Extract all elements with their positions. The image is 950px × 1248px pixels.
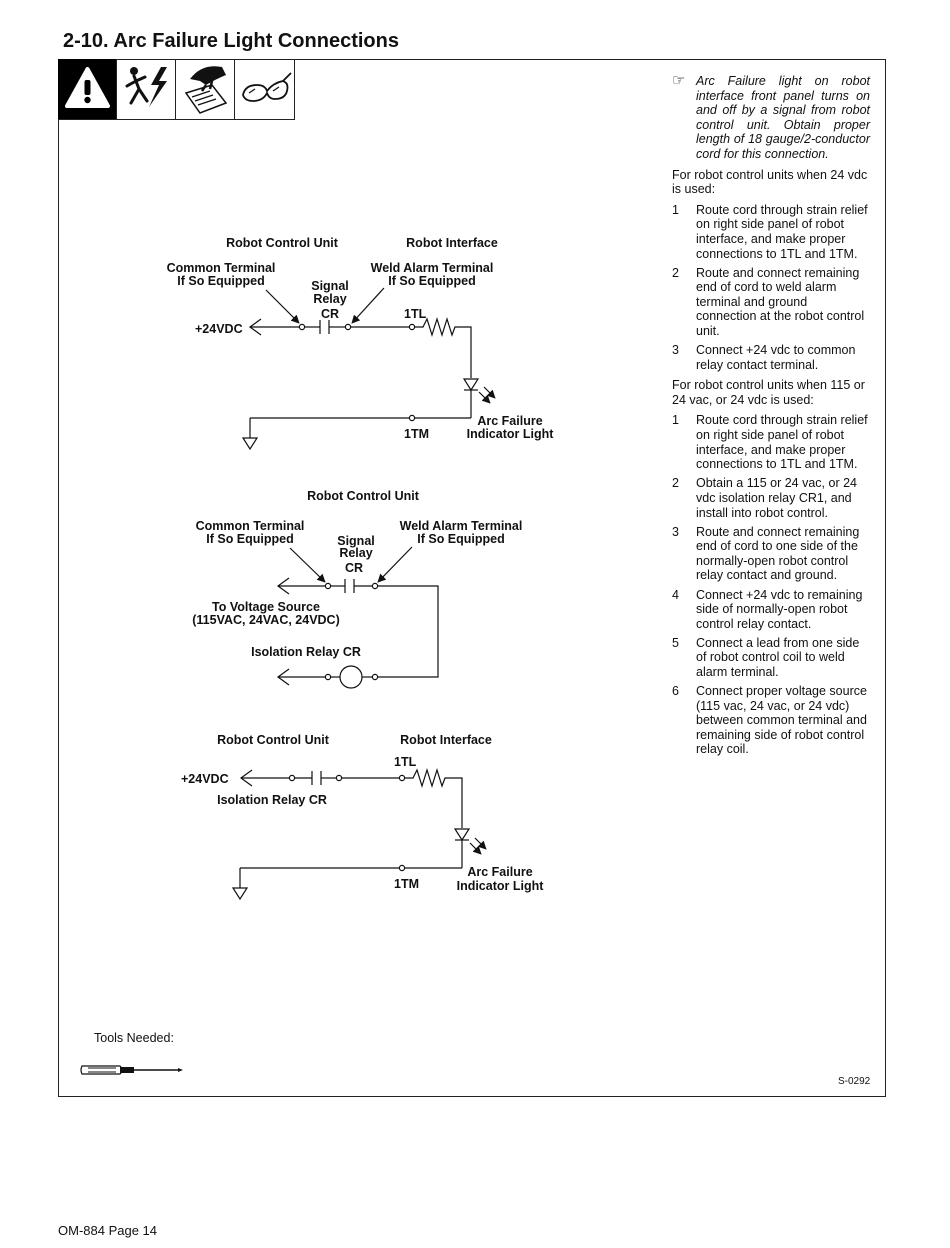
intro-115vac: For robot control units when 115 or 24 v…: [672, 378, 865, 407]
diagram-3-wiring: [231, 767, 487, 901]
d3-light-sub-label: Indicator Light: [457, 879, 545, 893]
d2-common-terminal-label: Common Terminal: [196, 519, 305, 533]
d3-robot-interface-label: Robot Interface: [400, 733, 492, 747]
d1-signal-relay-label: Signal: [311, 279, 349, 293]
d2-weld-alarm-sub-label: If So Equipped: [417, 532, 505, 546]
d1-weld-alarm-sub-label: If So Equipped: [388, 274, 476, 288]
page-footer: OM-884 Page 14: [58, 1223, 158, 1238]
reference-code: S-0292: [838, 1076, 871, 1087]
d2-voltage-source-label: To Voltage Source: [212, 600, 320, 614]
diagram-1-wiring: [241, 287, 496, 451]
warning-triangle-icon: [58, 59, 117, 119]
d2-voltage-source-sub-label: (115VAC, 24VAC, 24VDC): [192, 613, 340, 627]
d1-light-label: Arc Failure: [477, 414, 542, 428]
d3-1tl-label: 1TL: [394, 755, 417, 769]
d3-isolation-relay-label: Isolation Relay CR: [217, 793, 327, 807]
section-title: 2-10. Arc Failure Light Connections: [63, 30, 399, 52]
d2-signal-relay-label-3: CR: [345, 561, 363, 575]
safety-glasses-icon: [235, 59, 294, 119]
d1-common-terminal-sub-label: If So Equipped: [177, 274, 265, 288]
intro-24vdc: For robot control units when 24 vdc is u…: [672, 167, 868, 197]
d1-robot-interface-label: Robot Interface: [406, 236, 498, 250]
electric-shock-icon: [117, 59, 176, 119]
d2-signal-relay-label: Signal: [337, 534, 375, 548]
tools-needed-label: Tools Needed:: [94, 1031, 174, 1045]
d3-1tm-label: 1TM: [394, 877, 419, 891]
d1-supply-label: +24VDC: [195, 322, 243, 336]
d1-signal-relay-label-3: CR: [321, 307, 339, 321]
content-frame: [58, 59, 886, 1097]
d1-signal-relay-label-2: Relay: [313, 292, 346, 306]
d2-signal-relay-label-2: Relay: [339, 546, 372, 560]
d3-light-label: Arc Failure: [467, 865, 532, 879]
note-text: Arc Failure light on robot interface fro…: [696, 74, 870, 161]
d2-isolation-relay-label: Isolation Relay CR: [251, 645, 361, 659]
diagram-2-wiring: [276, 546, 439, 689]
d2-weld-alarm-label: Weld Alarm Terminal: [400, 519, 523, 533]
screwdriver-icon: [80, 1065, 183, 1075]
d3-robot-control-unit-label: Robot Control Unit: [217, 733, 330, 747]
d1-light-sub-label: Indicator Light: [467, 427, 555, 441]
instructions-column: ☞ Arc Failure light on robot interface f…: [672, 72, 870, 763]
pointing-hand-icon: ☞: [672, 72, 686, 89]
d2-robot-control-unit-label: Robot Control Unit: [307, 489, 420, 503]
d1-weld-alarm-label: Weld Alarm Terminal: [371, 261, 494, 275]
d1-common-terminal-label: Common Terminal: [167, 261, 276, 275]
d1-1tm-label: 1TM: [404, 427, 429, 441]
note-block: ☞ Arc Failure light on robot interface f…: [672, 72, 870, 162]
d2-common-terminal-sub-label: If So Equipped: [206, 532, 294, 546]
read-manual-icon: [176, 59, 235, 119]
d1-1tl-label: 1TL: [404, 307, 427, 321]
d1-robot-control-unit-label: Robot Control Unit: [226, 236, 339, 250]
hazard-icon-strip: [58, 59, 295, 120]
d3-supply-label: +24VDC: [181, 772, 229, 786]
